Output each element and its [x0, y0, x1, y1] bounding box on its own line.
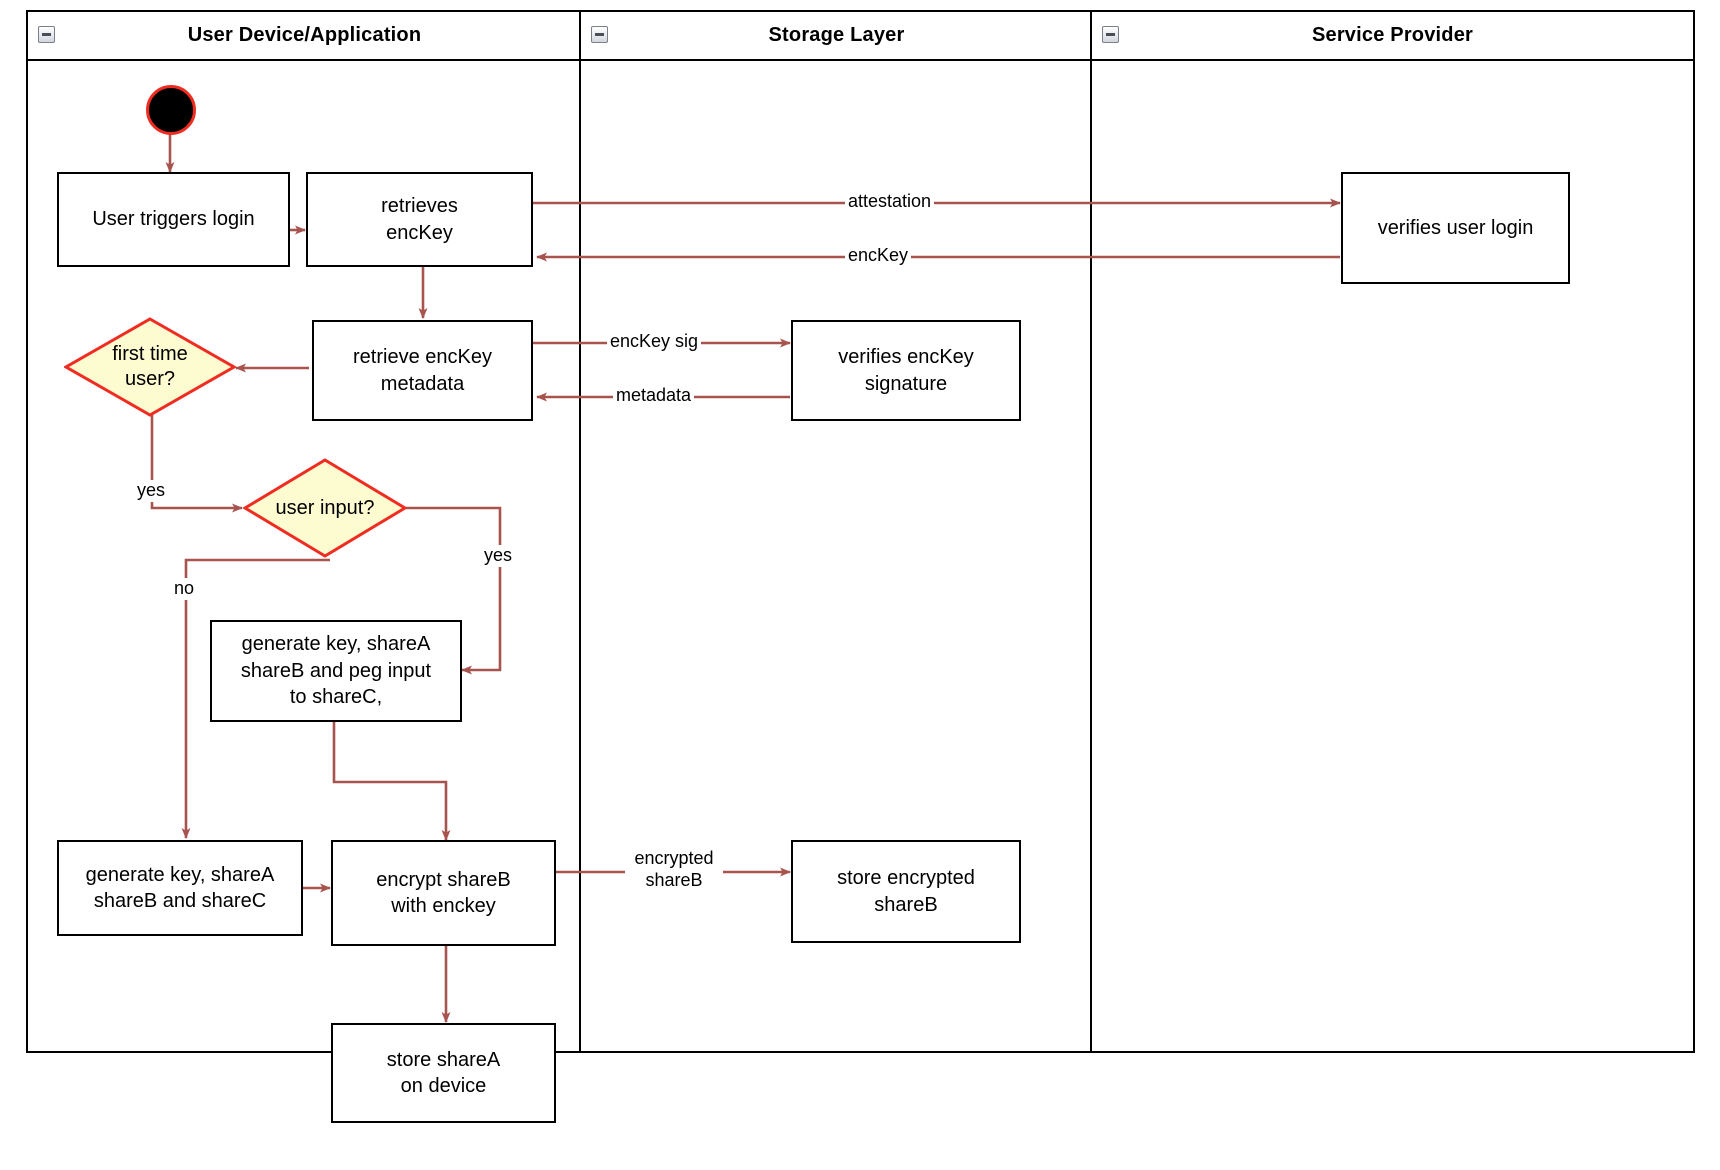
edge-label-yes-first-time: yes [134, 480, 169, 502]
edge-label-yes-user-input: yes [481, 545, 516, 567]
lane-title-storage: Storage Layer [768, 24, 905, 46]
decision-label-line2: user? [124, 368, 176, 390]
lane-divider-1 [579, 12, 581, 1051]
node-generate-key-shares[interactable]: generate key, shareA shareB and shareC [57, 840, 303, 936]
node-label-line2: with enckey [391, 895, 496, 917]
node-first-time-user[interactable]: first time user? [64, 317, 236, 417]
edge-label-line1: encrypted [634, 848, 714, 868]
edge-label-attestation: attestation [845, 191, 935, 213]
lane-divider-2 [1090, 12, 1092, 1051]
lane-title-user-device: User Device/Application [187, 24, 422, 46]
minus-box-icon[interactable] [591, 26, 608, 43]
decision-shape [64, 317, 236, 417]
node-label-line3: to shareC, [289, 686, 383, 709]
node-label: verifies user login [1377, 216, 1534, 239]
lane-title-service-provider: Service Provider [1311, 24, 1474, 46]
node-label-line1: store encrypted [837, 867, 975, 890]
decision-label: user input? [275, 496, 375, 519]
node-label-line2: metadata [380, 372, 465, 395]
node-label-line1: encrypt shareB [376, 868, 511, 891]
node-encrypt-shareb[interactable]: encrypt shareB with enckey [331, 840, 556, 946]
node-generate-peg-input[interactable]: generate key, shareA shareB and peg input… [210, 620, 462, 722]
node-store-encrypted-shareb[interactable]: store encrypted shareB [791, 840, 1021, 943]
node-label-line2: shareB and peg input [240, 659, 432, 682]
lane-header-user-device[interactable]: User Device/Application [28, 12, 581, 61]
decision-label-line1: first time [112, 343, 188, 365]
edge-label-line2: shareB [645, 869, 703, 890]
minus-box-icon[interactable] [1102, 26, 1119, 43]
decision-shape [243, 458, 407, 558]
node-label-line2: shareB and shareC [93, 890, 267, 912]
edge-label-no-user-input: no [171, 578, 198, 600]
node-label-line2: shareB [874, 893, 938, 916]
node-label-line1: retrieves [381, 195, 458, 218]
node-label-line2: encKey [386, 221, 453, 244]
node-label: verifies encKey signature [838, 346, 974, 395]
edge-label-enckey-sig: encKey sig [607, 331, 702, 353]
lane-header-storage[interactable]: Storage Layer [581, 12, 1092, 61]
node-label: User triggers login [92, 208, 255, 231]
node-user-input[interactable]: user input? [243, 458, 407, 558]
edge-label-metadata: metadata [613, 385, 695, 407]
initial-node[interactable] [146, 85, 196, 135]
node-user-triggers-login[interactable]: User triggers login [57, 172, 290, 267]
node-retrieves-enckey[interactable]: retrieves encKey [306, 172, 533, 267]
node-label-line1: generate key, shareA [85, 863, 275, 886]
node-store-sharea-on-device[interactable]: store shareA on device [331, 1023, 556, 1123]
node-label-line1: retrieve encKey [353, 346, 492, 369]
node-label-line1: generate key, shareA [241, 633, 431, 656]
lane-header-service-provider[interactable]: Service Provider [1092, 12, 1693, 61]
minus-box-icon[interactable] [38, 26, 55, 43]
node-verifies-enckey-signature[interactable]: verifies encKey signature [791, 320, 1021, 421]
edge-label-enckey: encKey [845, 245, 912, 267]
node-label-line2: on device [400, 1075, 487, 1097]
node-label-line1: store shareA [386, 1048, 501, 1071]
node-retrieve-enckey-metadata[interactable]: retrieve encKey metadata [312, 320, 533, 421]
node-verifies-user-login[interactable]: verifies user login [1341, 172, 1570, 284]
